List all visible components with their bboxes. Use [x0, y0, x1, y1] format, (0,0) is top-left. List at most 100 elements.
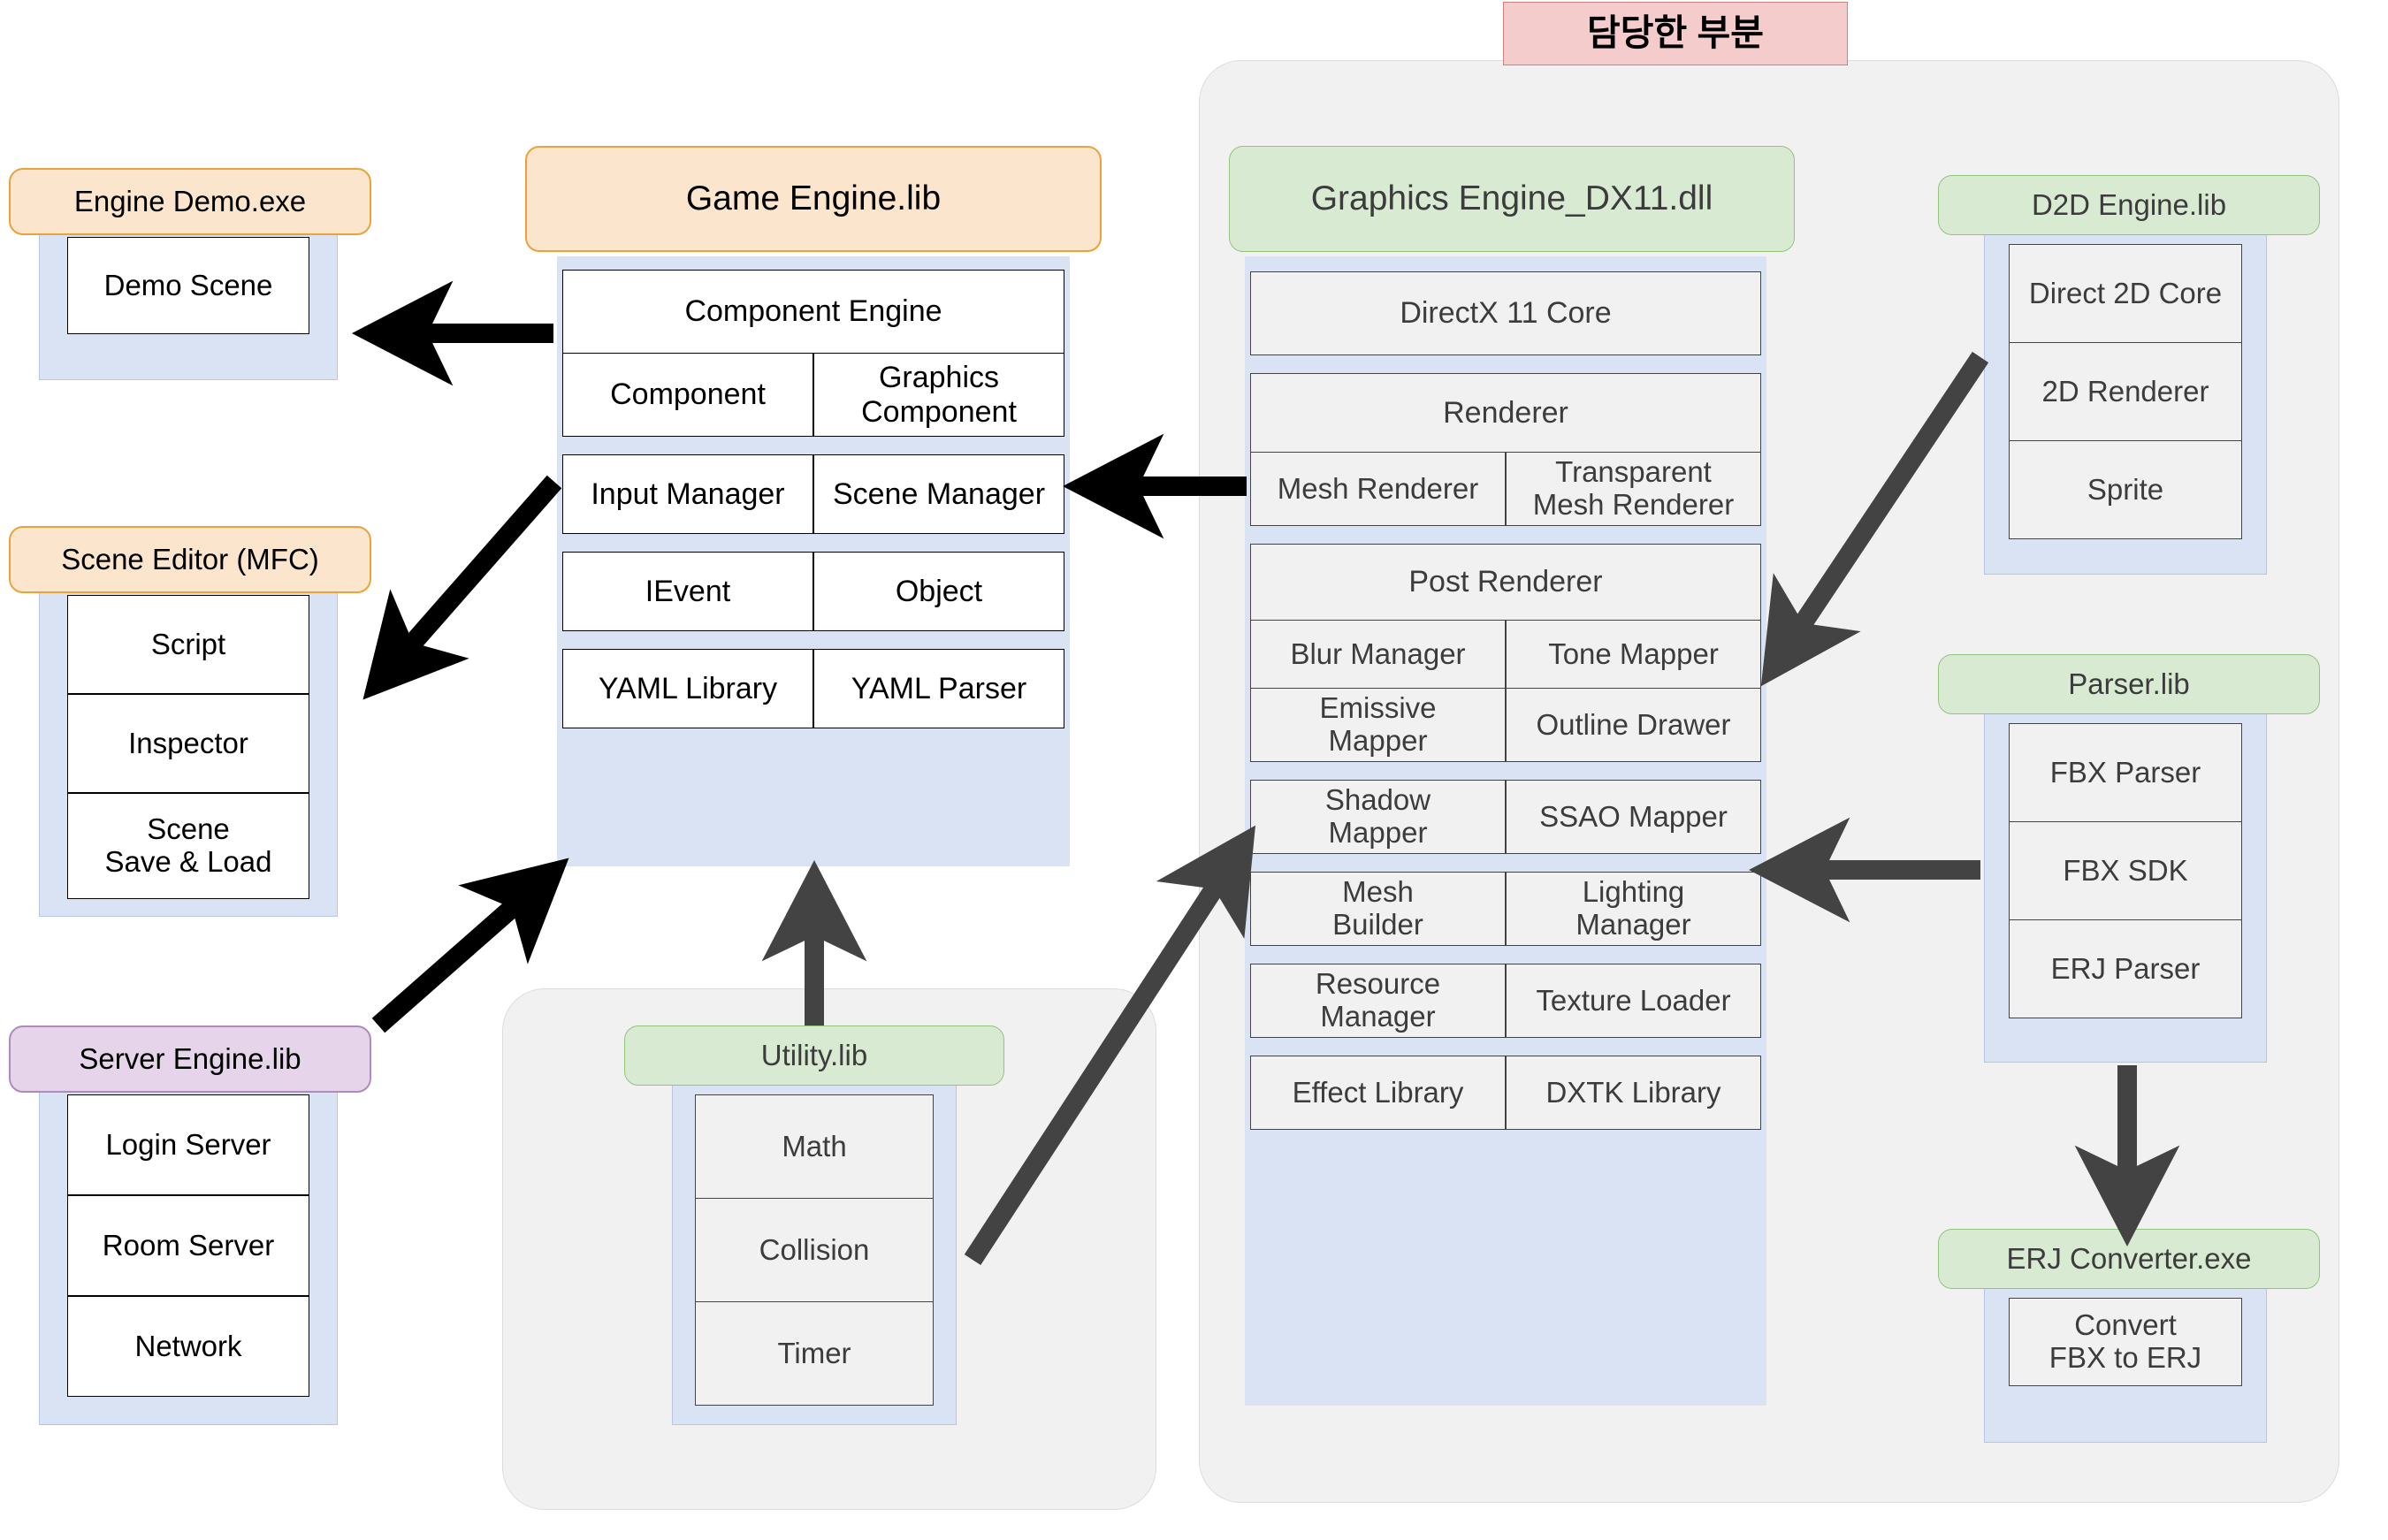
graphics-engine-cell-label: Outline Drawer: [1536, 707, 1731, 741]
parser-title[interactable]: Parser.lib: [1938, 654, 2320, 714]
server-engine-title[interactable]: Server Engine.lib: [9, 1025, 371, 1093]
game-engine-cell-label: Object: [895, 574, 983, 608]
graphics-engine-cell-outline-drawer[interactable]: Outline Drawer: [1506, 689, 1761, 762]
graphics-engine-cell-label: DirectX 11 Core: [1400, 296, 1612, 331]
module-parser: Parser.lib FBX Parser FBX SDK ERJ Parser: [1938, 654, 2320, 1070]
graphics-engine-cell-effect-library[interactable]: Effect Library: [1250, 1056, 1506, 1130]
graphics-engine-row-effect-dxtk: Effect Library DXTK Library: [1250, 1056, 1761, 1130]
utility-title[interactable]: Utility.lib: [624, 1025, 1004, 1086]
graphics-engine-title[interactable]: Graphics Engine_DX11.dll: [1229, 146, 1795, 252]
d2d-engine-title[interactable]: D2D Engine.lib: [1938, 175, 2320, 235]
game-engine-cell-object[interactable]: Object: [813, 552, 1064, 631]
game-engine-cell-ievent[interactable]: IEvent: [562, 552, 813, 631]
utility-item-math[interactable]: Math: [695, 1094, 934, 1199]
module-scene-editor: Scene Editor (MFC) Script Inspector Scen…: [9, 526, 371, 933]
graphics-engine-cell-label: Post Renderer: [1408, 565, 1603, 599]
game-engine-cell-yaml-parser[interactable]: YAML Parser: [813, 649, 1064, 728]
graphics-engine-cell-shadow-mapper[interactable]: Shadow Mapper: [1250, 780, 1506, 854]
scene-editor-item-inspector[interactable]: Inspector: [67, 694, 309, 793]
utility-item-timer[interactable]: Timer: [695, 1302, 934, 1406]
scene-editor-title[interactable]: Scene Editor (MFC): [9, 526, 371, 593]
d2d-engine-item-label: 2D Renderer: [2041, 374, 2209, 408]
module-engine-demo: Engine Demo.exe Demo Scene: [9, 168, 371, 398]
graphics-engine-cell-texture-loader[interactable]: Texture Loader: [1506, 964, 1761, 1038]
parser-item-fbx-sdk[interactable]: FBX SDK: [2009, 822, 2242, 920]
d2d-engine-item-label: Sprite: [2087, 472, 2164, 506]
game-engine-cell-label: Scene Manager: [832, 476, 1046, 511]
graphics-engine-cell-label: Lighting Manager: [1575, 875, 1691, 941]
banner-title: 담당한 부분: [1503, 2, 1848, 65]
graphics-engine-cell-mesh-builder[interactable]: Mesh Builder: [1250, 872, 1506, 946]
graphics-engine-cell-blur-manager[interactable]: Blur Manager: [1250, 621, 1506, 689]
game-engine-cell-label: Component: [610, 377, 766, 412]
graphics-engine-cell-label: Blur Manager: [1290, 637, 1466, 670]
game-engine-cell-input-manager[interactable]: Input Manager: [562, 454, 813, 534]
server-engine-item-network[interactable]: Network: [67, 1296, 309, 1397]
utility-items: Math Collision Timer: [695, 1094, 934, 1406]
scene-editor-item-script[interactable]: Script: [67, 595, 309, 694]
banner-label: 담당한 부분: [1587, 12, 1764, 54]
parser-item-erj-parser[interactable]: ERJ Parser: [2009, 920, 2242, 1018]
graphics-engine-cell-label: Mesh Builder: [1332, 875, 1423, 941]
server-engine-item-label: Room Server: [102, 1228, 275, 1262]
parser-item-fbx-parser[interactable]: FBX Parser: [2009, 723, 2242, 822]
game-engine-title-label: Game Engine.lib: [685, 179, 942, 217]
d2d-engine-item-direct-2d-core[interactable]: Direct 2D Core: [2009, 244, 2242, 343]
graphics-engine-row-blur-tone: Blur Manager Tone Mapper: [1250, 621, 1761, 689]
server-engine-item-room-server[interactable]: Room Server: [67, 1195, 309, 1296]
erj-converter-item-label: Convert FBX to ERJ: [2048, 1308, 2202, 1374]
utility-item-label: Math: [782, 1129, 847, 1163]
graphics-engine-row-emissive-outline: Emissive Mapper Outline Drawer: [1250, 689, 1761, 762]
server-engine-item-login-server[interactable]: Login Server: [67, 1094, 309, 1195]
graphics-engine-cell-mesh-renderer[interactable]: Mesh Renderer: [1250, 453, 1506, 526]
graphics-engine-row-resource-texture: Resource Manager Texture Loader: [1250, 964, 1761, 1038]
game-engine-row-component-engine[interactable]: Component Engine: [562, 270, 1064, 354]
graphics-engine-cell-label: Resource Manager: [1315, 967, 1441, 1033]
game-engine-cell-graphics-component[interactable]: Graphics Component: [813, 354, 1064, 437]
game-engine-cell-scene-manager[interactable]: Scene Manager: [813, 454, 1064, 534]
graphics-engine-cell-ssao-mapper[interactable]: SSAO Mapper: [1506, 780, 1761, 854]
graphics-engine-cell-tone-mapper[interactable]: Tone Mapper: [1506, 621, 1761, 689]
server-engine-items: Login Server Room Server Network: [67, 1094, 309, 1397]
graphics-engine-row-shadow-ssao: Shadow Mapper SSAO Mapper: [1250, 780, 1761, 854]
d2d-engine-item-sprite[interactable]: Sprite: [2009, 441, 2242, 539]
parser-item-label: FBX SDK: [2063, 853, 2188, 887]
game-engine-cell-component[interactable]: Component: [562, 354, 813, 437]
graphics-engine-row-mesh-lighting: Mesh Builder Lighting Manager: [1250, 872, 1761, 946]
game-engine-cell-label: Input Manager: [591, 476, 785, 511]
graphics-engine-cell-dxtk-library[interactable]: DXTK Library: [1506, 1056, 1761, 1130]
graphics-engine-gap-6: [1250, 1038, 1761, 1056]
parser-items: FBX Parser FBX SDK ERJ Parser: [2009, 723, 2242, 1018]
scene-editor-item-label: Scene Save & Load: [104, 812, 272, 878]
engine-demo-title[interactable]: Engine Demo.exe: [9, 168, 371, 235]
graphics-engine-row-mesh-renderers: Mesh Renderer Transparent Mesh Renderer: [1250, 453, 1761, 526]
utility-item-collision[interactable]: Collision: [695, 1199, 934, 1302]
game-engine-cell-label: Component Engine: [684, 294, 942, 329]
game-engine-cell-yaml-library[interactable]: YAML Library: [562, 649, 813, 728]
engine-demo-item-demo-scene[interactable]: Demo Scene: [67, 237, 309, 334]
erj-converter-title[interactable]: ERJ Converter.exe: [1938, 1229, 2320, 1289]
graphics-engine-cell-lighting-manager[interactable]: Lighting Manager: [1506, 872, 1761, 946]
graphics-engine-gap-7: [1250, 1130, 1761, 1147]
graphics-engine-cell-label: SSAO Mapper: [1539, 799, 1728, 833]
graphics-engine-row-renderer[interactable]: Renderer: [1250, 373, 1761, 453]
engine-demo-title-label: Engine Demo.exe: [73, 185, 307, 218]
graphics-engine-cell-resource-manager[interactable]: Resource Manager: [1250, 964, 1506, 1038]
module-graphics-engine: Graphics Engine_DX11.dll DirectX 11 Core…: [1229, 146, 1795, 1437]
scene-editor-item-scene-save-load[interactable]: Scene Save & Load: [67, 793, 309, 899]
d2d-engine-title-label: D2D Engine.lib: [2031, 188, 2227, 222]
parser-item-label: FBX Parser: [2049, 755, 2201, 789]
utility-item-label: Collision: [759, 1232, 870, 1266]
parser-item-label: ERJ Parser: [2050, 951, 2201, 985]
erj-converter-item-convert[interactable]: Convert FBX to ERJ: [2009, 1298, 2242, 1386]
graphics-engine-cell-transparent-mesh-renderer[interactable]: Transparent Mesh Renderer: [1506, 453, 1761, 526]
game-engine-title[interactable]: Game Engine.lib: [525, 146, 1102, 252]
d2d-engine-item-2d-renderer[interactable]: 2D Renderer: [2009, 343, 2242, 441]
graphics-engine-cell-emissive-mapper[interactable]: Emissive Mapper: [1250, 689, 1506, 762]
graphics-engine-gap-5: [1250, 946, 1761, 964]
graphics-engine-gap-4: [1250, 854, 1761, 872]
game-engine-row-managers: Input Manager Scene Manager: [562, 454, 1064, 534]
graphics-engine-row-post-renderer[interactable]: Post Renderer: [1250, 544, 1761, 621]
graphics-engine-row-directx11-core[interactable]: DirectX 11 Core: [1250, 271, 1761, 355]
module-utility: Utility.lib Math Collision Timer: [624, 1025, 1004, 1441]
